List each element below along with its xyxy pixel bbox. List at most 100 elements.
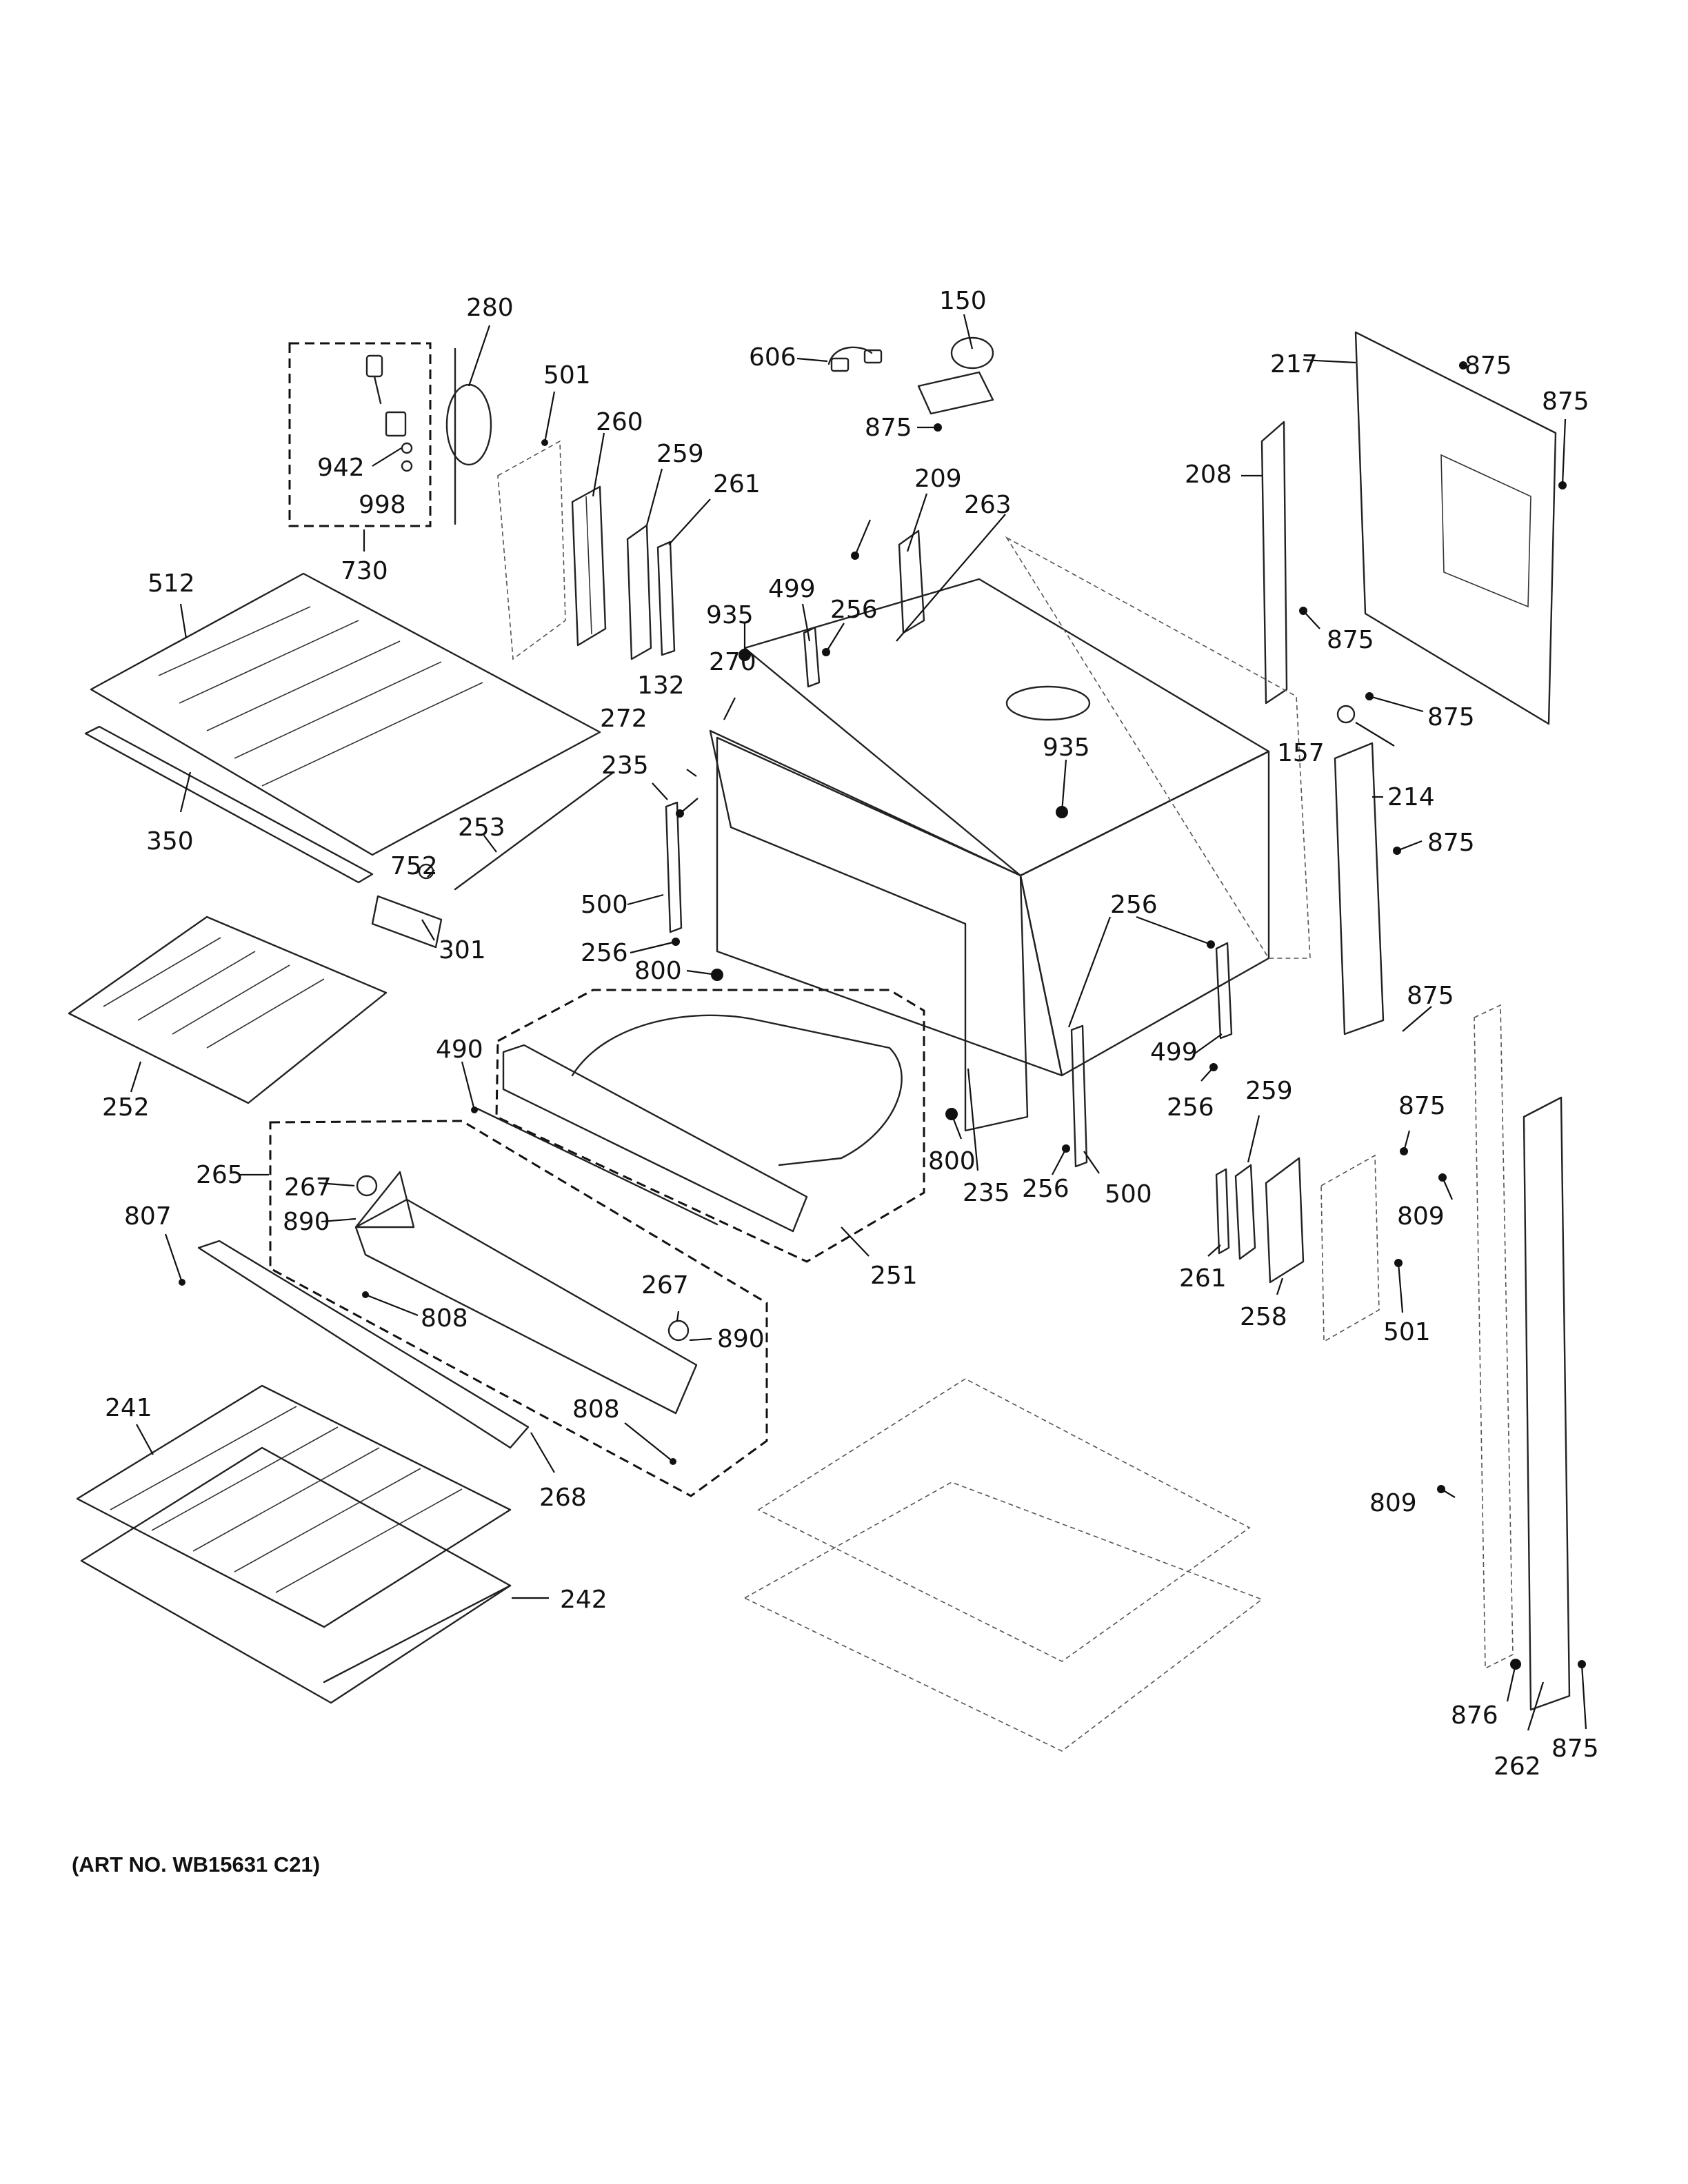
callout: 261 (713, 470, 761, 498)
callout: 263 (964, 491, 1012, 519)
callout: 350 (146, 827, 194, 856)
callout: 501 (543, 361, 591, 390)
callout: 267 (641, 1271, 689, 1300)
part-cabinet-side (1474, 1004, 1514, 1670)
group-box-265 (269, 1120, 768, 1497)
part-209-bracket (898, 529, 925, 634)
part-490-rail (476, 1107, 719, 1226)
part-512-shield (90, 572, 601, 856)
part-258-mesh-panel (1265, 1157, 1305, 1284)
callout: 301 (439, 936, 486, 964)
part-bottom-pan (743, 1378, 1263, 1752)
callout: 256 (1022, 1175, 1069, 1203)
part-268-rail (197, 1240, 530, 1449)
callout: 800 (928, 1147, 976, 1175)
part-500-right-rail (1070, 1024, 1088, 1168)
part-132-frame (709, 729, 1029, 1132)
callout: 267 (284, 1173, 332, 1202)
callout: 280 (466, 294, 514, 322)
callout: 265 (196, 1161, 243, 1189)
callout: 890 (717, 1325, 765, 1353)
callout: 875 (1465, 352, 1512, 380)
callout: 809 (1369, 1489, 1417, 1517)
callout: 150 (939, 287, 987, 315)
callout: 876 (1451, 1701, 1498, 1730)
callout: 501 (1383, 1318, 1431, 1346)
callout: 256 (1110, 891, 1158, 919)
callout: 242 (560, 1586, 607, 1614)
part-241-rack (76, 1384, 512, 1628)
callout: 259 (656, 440, 704, 468)
part-242-rack (80, 1446, 512, 1704)
callout: 875 (1542, 387, 1589, 416)
callout: 935 (706, 601, 754, 629)
callout: 132 (637, 671, 685, 700)
callout: 942 (317, 454, 365, 482)
part-501-right-shield (1320, 1154, 1380, 1343)
callout: 875 (865, 414, 912, 442)
callout: 262 (1494, 1752, 1541, 1781)
callout: 875 (1327, 626, 1374, 654)
callout: 606 (749, 343, 796, 372)
group-box-251 (495, 989, 925, 1263)
callout: 217 (1270, 350, 1318, 378)
callout: 261 (1179, 1264, 1227, 1293)
callout: 875 (1427, 829, 1475, 857)
callout: 935 (1043, 734, 1090, 762)
part-150-motor (917, 336, 994, 415)
leader-lines (130, 314, 1587, 1731)
callout: 256 (581, 939, 628, 967)
callout: 490 (436, 1035, 483, 1064)
callout: 808 (572, 1395, 620, 1424)
callout: 272 (600, 705, 647, 733)
part-253-jack (454, 771, 615, 891)
fastener-dots (179, 361, 1586, 1670)
part-262-side-rail (1523, 1096, 1571, 1711)
part-280-sensor (445, 347, 492, 525)
callout: 214 (1387, 783, 1435, 811)
art-number-caption: (ART NO. WB15631 C21) (72, 1852, 321, 1877)
callout: 253 (458, 813, 505, 842)
part-208-strip (1260, 421, 1288, 705)
callout: 157 (1277, 739, 1325, 767)
callout: 252 (102, 1093, 150, 1122)
callout: 809 (1397, 1202, 1445, 1231)
callout: 251 (870, 1262, 918, 1290)
callout: 800 (634, 957, 682, 985)
callout: 260 (596, 408, 643, 436)
callout: 258 (1240, 1303, 1287, 1331)
callout: 209 (914, 465, 962, 493)
part-157-thermostat (1336, 705, 1356, 724)
callout: 241 (105, 1394, 152, 1422)
callout: 998 (359, 491, 406, 519)
callout: 499 (768, 575, 816, 603)
callout: 730 (341, 557, 388, 585)
callout: 875 (1398, 1092, 1446, 1120)
part-217-back-panel (1354, 331, 1557, 725)
callout: 499 (1150, 1038, 1198, 1066)
callout: 808 (421, 1304, 468, 1333)
part-499-right-rail (1215, 942, 1233, 1040)
part-251-bake-element (502, 1014, 903, 1233)
part-265-assembly (354, 1171, 698, 1415)
part-261-strip (656, 540, 676, 656)
part-259-right-bracket (1234, 1164, 1256, 1260)
part-252-broil-element (68, 916, 388, 1104)
part-500-left-rail (665, 801, 683, 933)
callout: 875 (1551, 1735, 1599, 1763)
part-214-rail (1334, 742, 1385, 1035)
callout: 235 (601, 751, 649, 780)
callout: 256 (830, 596, 878, 624)
callout: 268 (539, 1484, 587, 1512)
part-260-panel (571, 485, 607, 647)
group-box-730 (288, 342, 432, 527)
callout: 500 (1105, 1180, 1152, 1209)
callout: 752 (390, 852, 438, 880)
callout: 235 (963, 1179, 1010, 1207)
callout: 259 (1245, 1077, 1293, 1105)
callout: 256 (1167, 1093, 1214, 1122)
part-oven-cavity (716, 536, 1311, 1077)
part-501-shield (497, 440, 566, 660)
callout: 890 (283, 1208, 330, 1236)
